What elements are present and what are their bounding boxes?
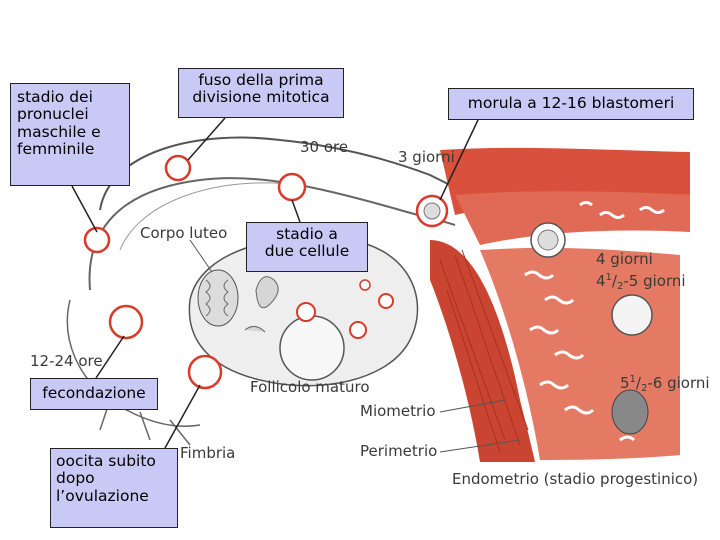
uterus-wall-side — [430, 240, 535, 462]
callout-fecondazione-line-1: fecondazione — [42, 384, 146, 402]
callout-pronuclei-line-1: stadio dei — [17, 88, 93, 106]
pointer-pronuclei — [71, 185, 98, 233]
oocyte-ovulated — [187, 354, 223, 390]
pointer-fuso — [187, 117, 226, 161]
label-miometrio: Miometrio — [360, 402, 436, 420]
callout-oocita-line-3: l’ovulazione — [56, 486, 149, 505]
pointer-fecondazione — [95, 335, 125, 379]
callout-morula-line-1: morula a 12-16 blastomeri — [467, 94, 675, 112]
embryo-pronuclei — [83, 226, 111, 254]
pointer-oocita — [164, 384, 201, 449]
callout-fuso-line-2: divisione mitotica — [192, 88, 330, 107]
callout-oocita: oocita subito dopo l’ovulazione — [50, 448, 178, 528]
follicle-small-2 — [349, 321, 367, 339]
callout-morula: morula a 12-16 blastomeri — [448, 88, 694, 120]
label-5-6-giorni: 51/2-6 giorni — [620, 374, 710, 394]
leader-perimetrio — [439, 439, 521, 453]
label-4-giorni: 4 giorni — [596, 250, 653, 268]
label-corpo-luteo: Corpo luteo — [140, 224, 227, 242]
follicle-small-1 — [296, 302, 316, 322]
tube-lumen-line — [119, 182, 301, 251]
muscle-striations — [439, 249, 529, 453]
implanting-blastocyst — [611, 389, 649, 435]
callout-fuso-line-1: fuso della prima — [198, 71, 324, 89]
label-follicolo-maturo: Follicolo maturo — [250, 378, 370, 396]
callout-oocita-line-2: dopo — [56, 469, 95, 488]
morula-cells — [537, 229, 559, 251]
label-30-ore: 30 ore — [300, 138, 348, 156]
mature-follicle-shape — [279, 315, 345, 381]
callout-fecondazione: fecondazione — [30, 378, 158, 410]
callout-due-cellule-line-1: stadio a — [276, 225, 338, 243]
embryo-two-cell — [277, 172, 307, 202]
endometrial-glands — [524, 201, 665, 442]
label-4-5-giorni: 41/2-5 giorni — [596, 272, 686, 292]
callout-due-cellule-line-2: due cellule — [264, 242, 350, 261]
uterine-tube-outer-wall — [99, 136, 461, 211]
callout-fuso: fuso della prima divisione mitotica — [178, 68, 344, 118]
label-fimbria: Fimbria — [180, 444, 235, 462]
blastocyst-free — [611, 294, 653, 336]
embryo-spindle — [164, 154, 192, 182]
embryo-morula-cells — [423, 202, 441, 220]
embryo-fertilization — [108, 304, 144, 340]
label-3-giorni: 3 giorni — [398, 148, 455, 166]
leader-corpo-luteo — [189, 239, 213, 273]
pointer-due-cellule — [291, 199, 301, 223]
uterine-tube-inner-wall — [88, 177, 456, 291]
ovary-follicles-folds — [244, 276, 279, 333]
label-endometrio: Endometrio (stadio progestinico) — [452, 470, 698, 488]
corpus-luteum-folds — [205, 279, 229, 317]
label-perimetrio: Perimetrio — [360, 442, 437, 460]
label-12-24-ore: 12-24 ore — [30, 352, 103, 370]
leader-miometrio — [439, 399, 506, 413]
callout-pronuclei-line-3: maschile e — [17, 122, 101, 141]
endometrium-top — [455, 191, 690, 245]
callout-pronuclei-line-4: femminile — [17, 140, 95, 159]
pointer-morula — [439, 119, 479, 201]
corpus-luteum-shape — [197, 269, 239, 327]
callout-due-cellule: stadio a due cellule — [246, 222, 368, 272]
callout-pronuclei: stadio dei pronuclei maschile e femminil… — [10, 83, 130, 186]
follicle-small-4 — [359, 279, 371, 291]
callout-oocita-line-1: oocita subito — [56, 452, 156, 470]
callout-pronuclei-line-2: pronuclei — [17, 105, 89, 124]
follicle-small-3 — [378, 293, 394, 309]
